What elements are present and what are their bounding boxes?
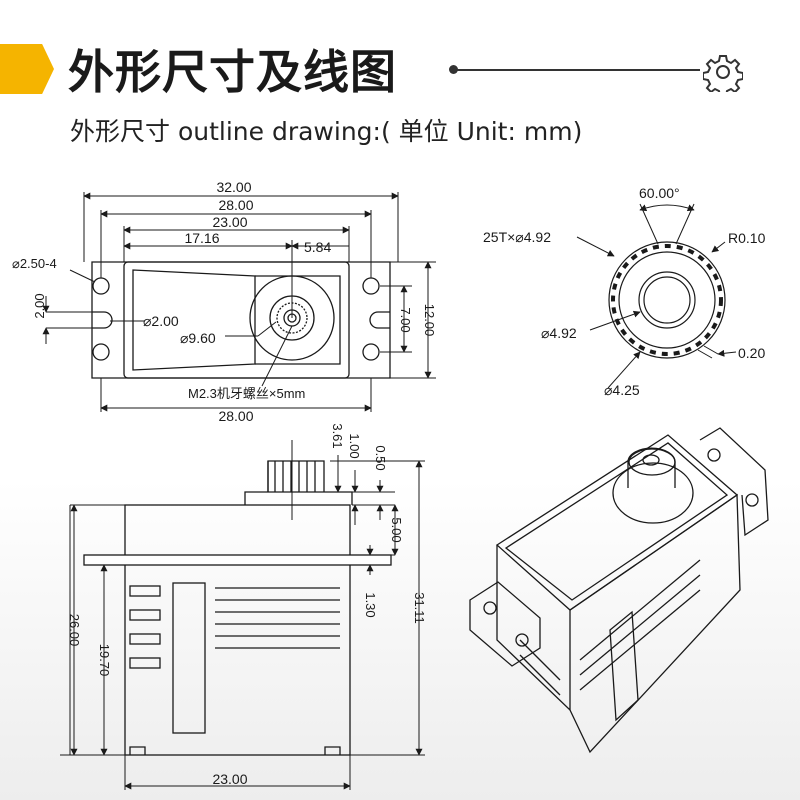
dim-3-61: 3.61 bbox=[330, 423, 345, 448]
iso-right-flange bbox=[699, 427, 769, 537]
label-area bbox=[172, 582, 206, 734]
right-slot bbox=[369, 311, 390, 329]
dim-28-bottom: 28.00 bbox=[218, 408, 253, 424]
dim-31-11: 31.11 bbox=[412, 592, 427, 624]
spline-bore-outer bbox=[638, 271, 696, 329]
dim-5-00: 5.00 bbox=[389, 517, 404, 542]
gear-tooth-height: 0.20 bbox=[738, 345, 765, 361]
screw-note: M2.3机牙螺丝×5mm bbox=[188, 386, 305, 401]
iso-left-flange bbox=[469, 581, 541, 667]
top-view-flange bbox=[91, 261, 391, 379]
title-divider-line bbox=[455, 69, 700, 71]
dim-23-top: 23.00 bbox=[212, 214, 247, 230]
dim-19-70: 19.70 bbox=[97, 644, 112, 677]
dim-26-00: 26.00 bbox=[67, 614, 82, 647]
dim-0-50: 0.50 bbox=[373, 445, 388, 470]
mount-hole bbox=[362, 343, 380, 361]
gear-radius: R0.10 bbox=[728, 230, 766, 246]
dim-9-60: ⌀9.60 bbox=[180, 330, 216, 346]
iso-front-face bbox=[496, 545, 571, 712]
dim-7-00: 7.00 bbox=[398, 307, 413, 332]
gear-angle: 60.00° bbox=[639, 185, 680, 201]
dim-hole: ⌀2.50-4 bbox=[12, 256, 57, 271]
gear-root: ⌀4.25 bbox=[604, 382, 640, 398]
dim-2-00-v: 2.00 bbox=[32, 293, 47, 318]
iso-boss bbox=[612, 462, 694, 524]
spline-gear-detail bbox=[608, 241, 726, 359]
page-title: 外形尺寸及线图 bbox=[68, 45, 397, 99]
dim-1-30: 1.30 bbox=[363, 592, 378, 617]
iso-top-face bbox=[495, 434, 739, 611]
dim-32: 32.00 bbox=[216, 179, 251, 195]
side-view bbox=[83, 460, 392, 756]
gear-teeth: 25T×⌀4.92 bbox=[483, 229, 551, 245]
spline-bore-inner bbox=[643, 276, 691, 324]
dim-28-top: 28.00 bbox=[218, 197, 253, 213]
page-subtitle: 外形尺寸 outline drawing:( 单位 Unit: mm) bbox=[70, 117, 583, 146]
dim-12-00: 12.00 bbox=[422, 304, 437, 337]
top-view-body bbox=[123, 261, 350, 379]
side-flange bbox=[83, 554, 392, 566]
gear-inner: ⌀4.92 bbox=[541, 325, 577, 341]
top-view bbox=[91, 261, 391, 379]
dim-17: 17.16 bbox=[184, 230, 219, 246]
dim-23-00-bottom: 23.00 bbox=[212, 771, 247, 787]
left-slot bbox=[92, 311, 113, 329]
dim-slot: ⌀2.00 bbox=[143, 313, 179, 329]
spline-teeth bbox=[611, 244, 723, 356]
title-line-dot bbox=[449, 65, 458, 74]
iso-side-face bbox=[569, 493, 741, 754]
mount-hole bbox=[362, 277, 380, 295]
mount-hole bbox=[92, 277, 110, 295]
title-accent-tab bbox=[0, 44, 54, 94]
dim-1-00: 1.00 bbox=[347, 433, 362, 458]
gear-icon bbox=[703, 55, 743, 92]
isometric-view bbox=[469, 427, 769, 754]
side-body bbox=[124, 504, 351, 756]
mount-hole bbox=[92, 343, 110, 361]
dim-5-84: 5.84 bbox=[304, 239, 331, 255]
